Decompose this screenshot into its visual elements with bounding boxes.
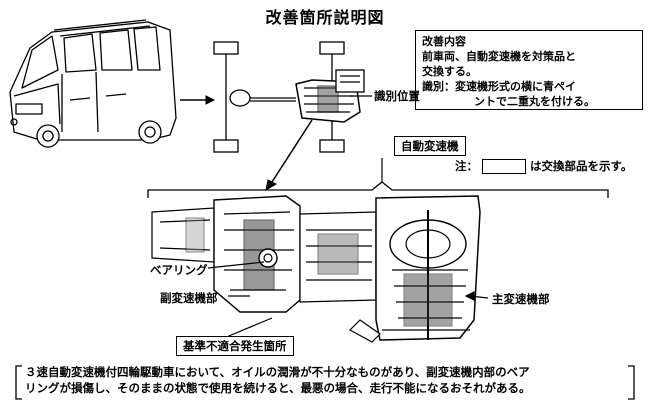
legend-note: 注： は交換部品を示す。 xyxy=(455,158,632,174)
description-line-1: ３速自動変速機付四輪駆動車において、オイルの潤滑が不十分なものがあり、副変速機内… xyxy=(25,365,530,379)
van-illustration xyxy=(9,19,177,148)
label-identification-position: 識別位置 xyxy=(374,89,420,103)
label-automatic-transmission: 自動変速機 xyxy=(394,136,466,156)
transmission-bracket xyxy=(147,181,609,198)
improvement-heading: 改善内容 xyxy=(422,35,466,48)
page-title: 改善箇所説明図 xyxy=(265,8,385,27)
component-leaders xyxy=(207,261,489,339)
label-main-transmission: 主変速機部 xyxy=(492,292,550,306)
label-nonconformity-location: 基準不適合発生箇所 xyxy=(176,336,294,356)
legend-note-prefix: 注： xyxy=(455,159,478,173)
improvement-content-box: 改善内容 前車両、自動変速機を対策品と 交換する。 識別：変速機形式の横に青ペイ… xyxy=(415,30,643,110)
description-brackets xyxy=(15,365,635,400)
transmission-cross-section xyxy=(151,195,481,343)
label-sub-transmission: 副変速機部 xyxy=(160,291,218,305)
improvement-line-2: 交換する。 xyxy=(422,65,477,78)
legend-note-suffix: は交換部品を示す。 xyxy=(530,159,633,173)
improvement-line-4: ントで二重丸を付ける。 xyxy=(474,95,595,108)
label-bearing: ベアリング xyxy=(150,263,208,277)
chassis-top-view xyxy=(213,41,365,153)
arrow-chassis-to-transmission xyxy=(265,119,313,192)
improvement-line-1: 前車両、自動変速機を対策品と xyxy=(422,50,576,63)
defect-description: ３速自動変速機付四輪駆動車において、オイルの潤滑が不十分なものがあり、副変速機内… xyxy=(25,364,625,396)
improvement-line-3: 識別：変速機形式の横に青ペイ xyxy=(422,80,576,93)
replacement-part-swatch xyxy=(482,159,526,174)
description-line-2: リングが損傷し、そのままの状態で使用を続けると、最悪の場合、走行不能になるおそれ… xyxy=(25,381,531,395)
arrow-van-to-chassis xyxy=(180,95,216,105)
